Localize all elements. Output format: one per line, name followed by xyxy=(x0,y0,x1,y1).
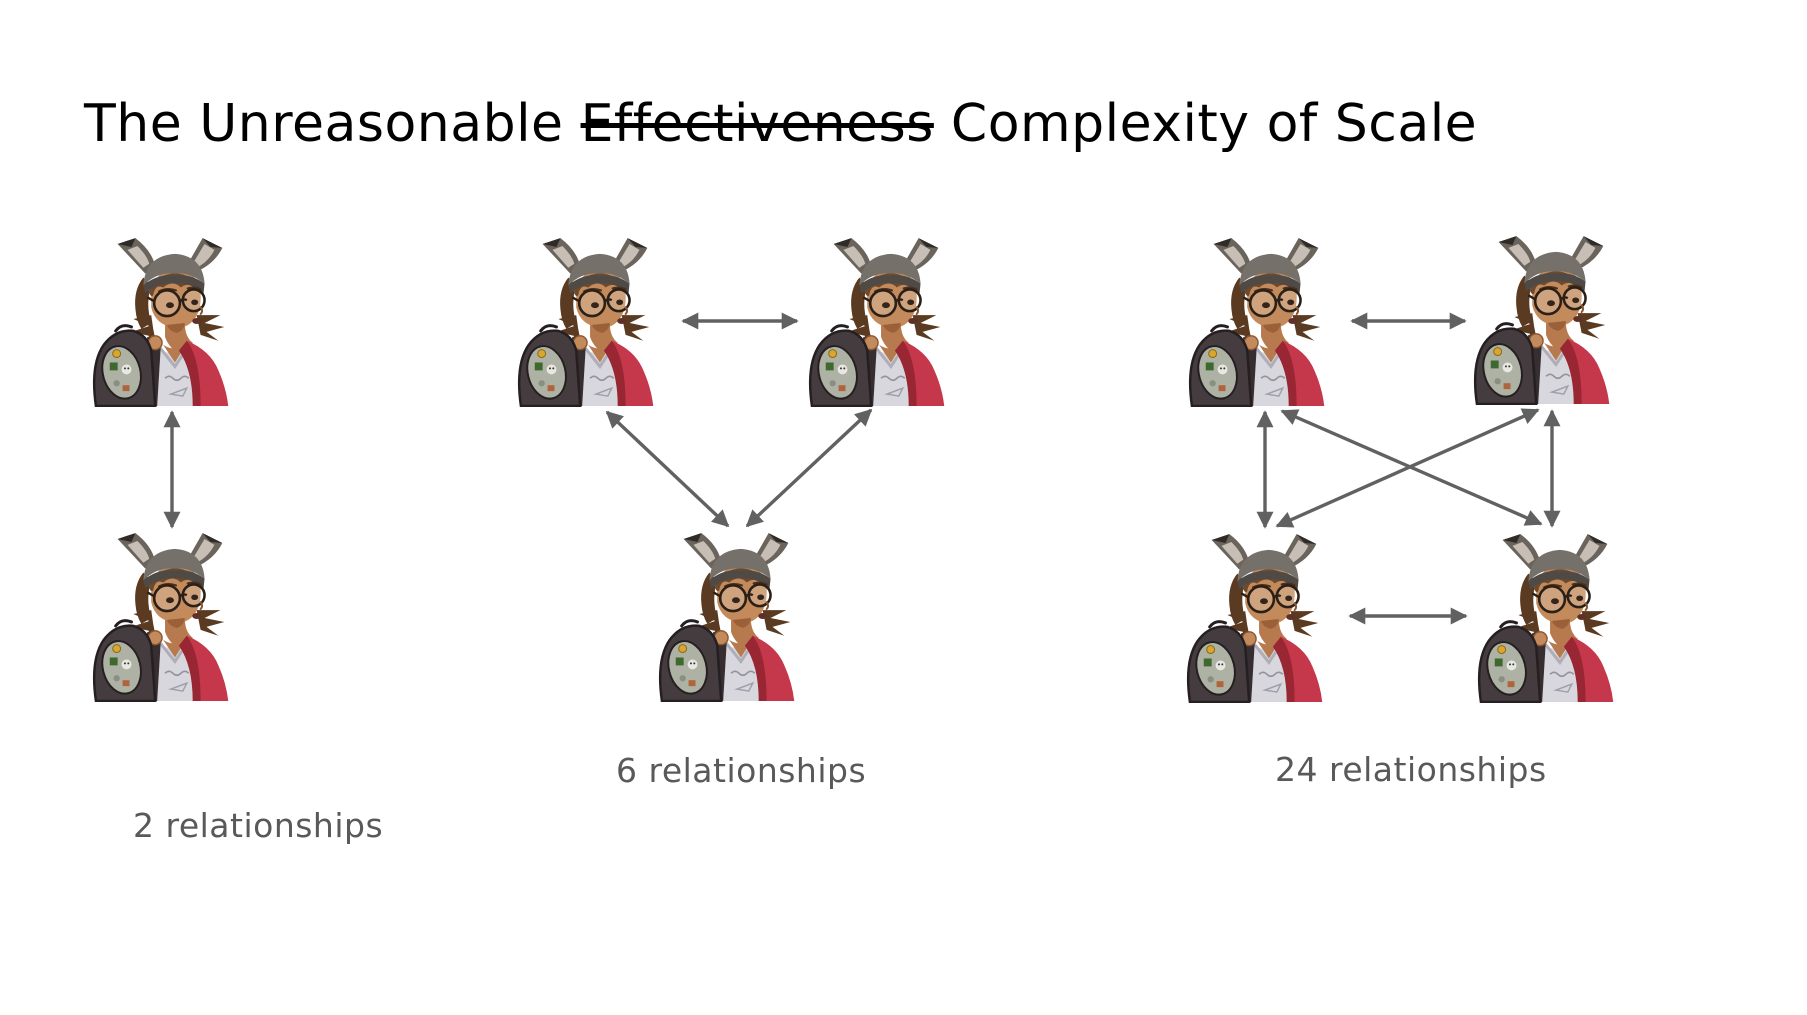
relationship-arrow xyxy=(1280,409,1543,526)
person-triangle-bottom xyxy=(656,532,814,702)
caption-foursome: 24 relationships xyxy=(1275,750,1547,789)
person-triangle-left xyxy=(515,237,673,407)
person-foursome-bottom-right xyxy=(1475,533,1633,703)
person-triangle-right xyxy=(806,237,964,407)
person-pair-bottom xyxy=(90,532,248,702)
title-suffix: Complexity of Scale xyxy=(933,94,1478,154)
person-foursome-top-right xyxy=(1471,235,1629,405)
relationship-arrow xyxy=(605,410,730,528)
person-pair-top xyxy=(90,237,248,407)
person-foursome-top-left xyxy=(1186,237,1344,407)
title-struck-word: Effectiveness xyxy=(580,94,934,154)
caption-pair: 2 relationships xyxy=(133,806,384,845)
relationship-arrow xyxy=(745,408,873,528)
person-foursome-bottom-left xyxy=(1184,533,1342,703)
slide-title: The Unreasonable Effectiveness Complexit… xyxy=(84,92,1477,157)
relationship-arrow xyxy=(1275,408,1540,528)
caption-triangle: 6 relationships xyxy=(616,751,867,790)
title-prefix: The Unreasonable xyxy=(84,94,581,154)
